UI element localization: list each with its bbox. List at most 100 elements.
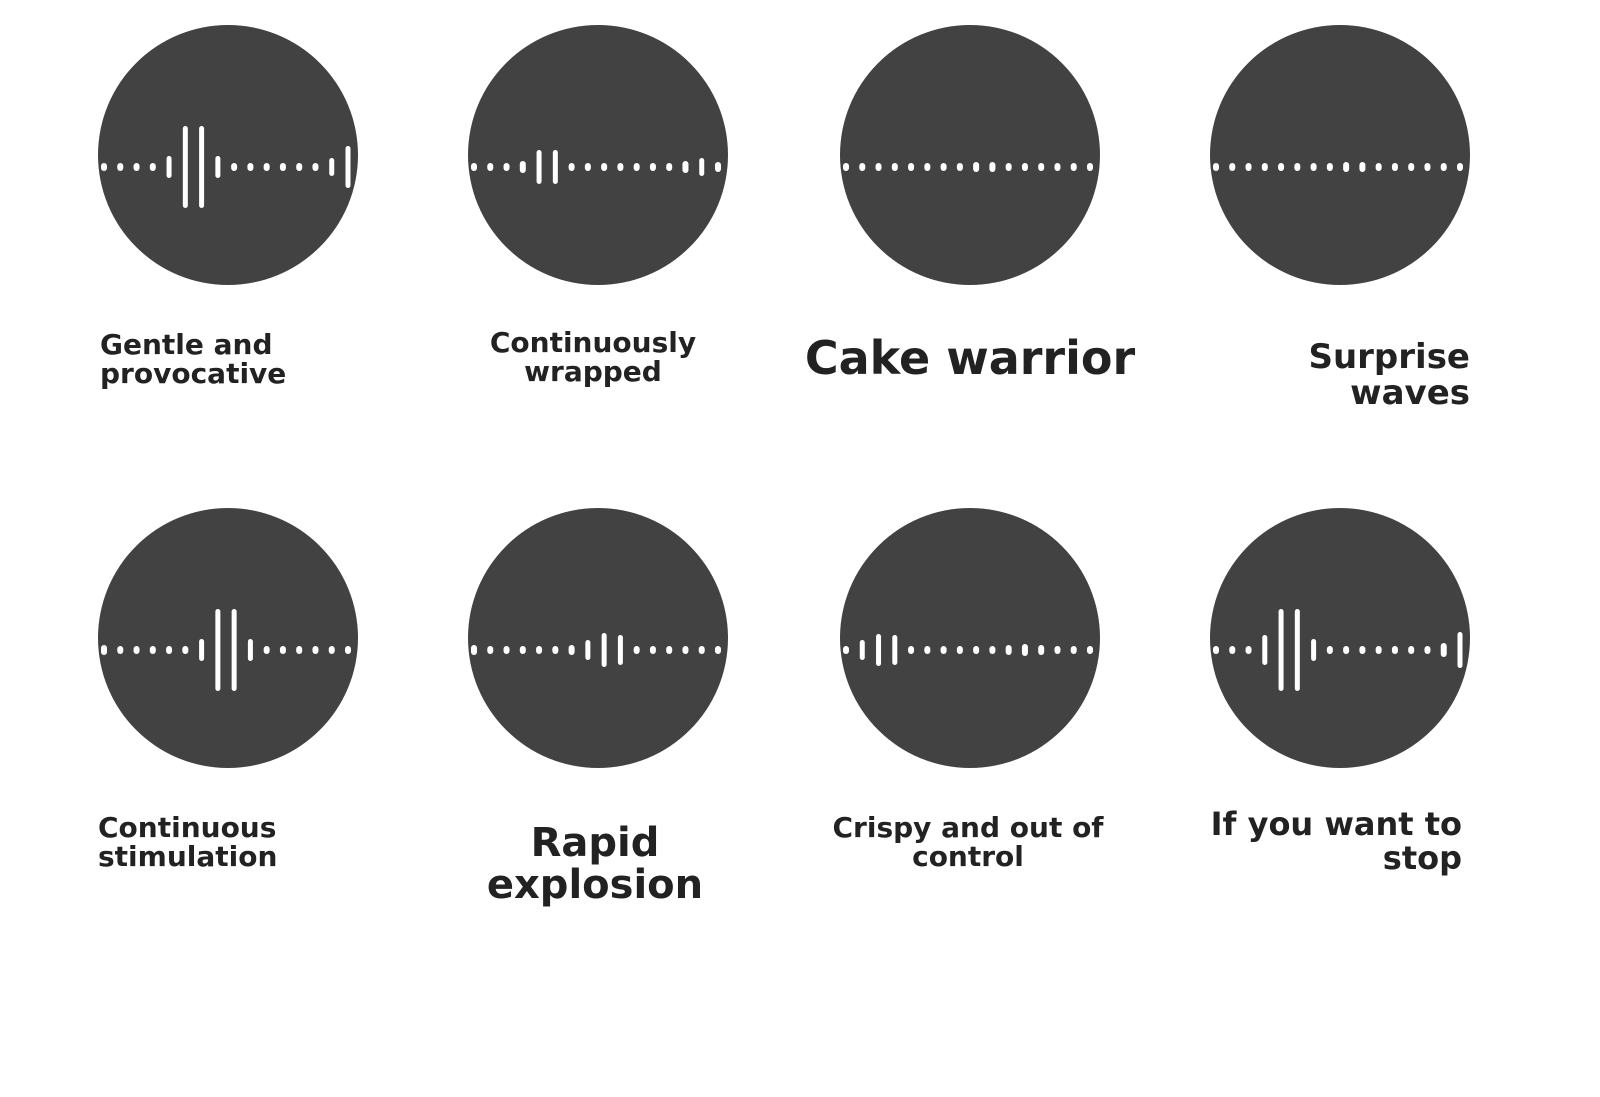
waveform-bar bbox=[328, 646, 335, 654]
waveform-bar bbox=[666, 646, 673, 654]
mode-circle-rapid-explosion[interactable] bbox=[468, 508, 728, 768]
waveform-bar bbox=[519, 161, 526, 173]
mode-circle-surprise-waves[interactable] bbox=[1210, 25, 1470, 285]
waveform-bar bbox=[312, 163, 319, 171]
waveform-bar bbox=[149, 646, 156, 654]
waveform-bar bbox=[859, 640, 865, 660]
waveform-bar bbox=[1375, 646, 1382, 654]
waveform-bar bbox=[924, 163, 931, 171]
waveform-bar bbox=[247, 639, 253, 661]
waveform-bar bbox=[601, 163, 608, 171]
waveform-bar bbox=[263, 646, 270, 654]
waveform-bar bbox=[536, 646, 543, 654]
waveform-bar bbox=[182, 126, 188, 208]
mode-label: Rapid explosion bbox=[420, 822, 770, 906]
waveform-bar bbox=[940, 646, 947, 654]
mode-circle-cake-warrior[interactable] bbox=[840, 25, 1100, 285]
waveform-bar bbox=[1294, 163, 1301, 171]
mode-label-line: Crispy and out of bbox=[832, 811, 1104, 844]
waveform-bar bbox=[1457, 632, 1463, 668]
waveform-bar bbox=[1424, 646, 1431, 654]
waveform-bar bbox=[1070, 163, 1077, 171]
waveform-bar bbox=[1440, 643, 1447, 657]
waveform-icon bbox=[101, 609, 351, 691]
waveform-bar bbox=[1038, 163, 1045, 171]
waveform-bar bbox=[101, 163, 107, 171]
waveform-bar bbox=[329, 158, 335, 176]
waveform-bar bbox=[296, 646, 303, 654]
waveform-bar bbox=[891, 163, 898, 171]
waveform-bar bbox=[215, 609, 221, 691]
waveform-bar bbox=[536, 150, 542, 184]
waveform-icon bbox=[1213, 162, 1463, 172]
waveform-bar bbox=[649, 163, 656, 171]
waveform-bar bbox=[908, 646, 915, 654]
waveform-bar bbox=[1326, 646, 1333, 654]
mode-circle-gentle-and-provocative[interactable] bbox=[98, 25, 358, 285]
waveform-bar bbox=[1343, 646, 1350, 654]
waveform-bar bbox=[1440, 163, 1447, 171]
waveform-bar bbox=[973, 646, 980, 654]
mode-circle-continuously-wrapped[interactable] bbox=[468, 25, 728, 285]
waveform-bar bbox=[519, 646, 526, 654]
waveform-bar bbox=[149, 163, 156, 171]
waveform-bar bbox=[1213, 163, 1219, 171]
waveform-bar bbox=[584, 163, 591, 171]
waveform-bar bbox=[633, 163, 640, 171]
waveform-bar bbox=[843, 646, 849, 654]
waveform-bar bbox=[1359, 162, 1366, 172]
waveform-bar bbox=[552, 646, 559, 654]
waveform-bar bbox=[908, 163, 915, 171]
waveform-bar bbox=[487, 163, 494, 171]
mode-label: Continuous stimulation bbox=[98, 813, 277, 872]
mode-label: Crispy and out of control bbox=[820, 813, 1116, 872]
waveform-bar bbox=[1408, 646, 1415, 654]
waveform-bar bbox=[682, 646, 689, 654]
waveform-bar bbox=[503, 646, 510, 654]
waveform-bar bbox=[1005, 645, 1012, 655]
mode-label-line: Continuously bbox=[489, 326, 697, 359]
waveform-bar bbox=[1391, 163, 1398, 171]
mode-label-line: provocative bbox=[100, 357, 287, 391]
waveform-bar bbox=[1326, 163, 1333, 171]
waveform-bar bbox=[552, 150, 558, 184]
mode-label-line: Rapid explosion bbox=[486, 820, 704, 908]
waveform-bar bbox=[166, 646, 173, 654]
waveform-bar bbox=[471, 163, 477, 171]
waveform-bar bbox=[973, 162, 980, 172]
waveform-bar bbox=[117, 646, 124, 654]
waveform-bar bbox=[296, 163, 303, 171]
mode-circle-crispy-and-out-of-control[interactable] bbox=[840, 508, 1100, 768]
waveform-bar bbox=[101, 645, 107, 655]
waveform-bar bbox=[843, 163, 849, 171]
mode-circle-if-you-want-to-stop[interactable] bbox=[1210, 508, 1470, 768]
waveform-bar bbox=[924, 646, 931, 654]
waveform-bar bbox=[1310, 163, 1317, 171]
waveform-bar bbox=[1375, 163, 1382, 171]
waveform-bar bbox=[133, 646, 140, 654]
waveform-bar bbox=[345, 646, 351, 654]
waveform-bar bbox=[585, 640, 591, 660]
waveform-bar bbox=[1343, 162, 1350, 172]
mode-label: If you want to stop bbox=[1180, 805, 1462, 877]
mode-label-line: stop bbox=[1382, 838, 1462, 877]
mode-label-line: If you want to bbox=[1210, 805, 1462, 843]
waveform-bar bbox=[471, 645, 477, 655]
waveform-bar bbox=[1229, 646, 1236, 654]
mode-label-line: Surprise waves bbox=[1308, 337, 1470, 413]
waveform-bar bbox=[247, 163, 254, 171]
waveform-bar bbox=[1424, 163, 1431, 171]
waveform-bar bbox=[633, 646, 640, 654]
waveform-bar bbox=[892, 635, 898, 665]
mode-label-line: Continuous bbox=[98, 811, 277, 844]
mode-label: Continuously wrapped bbox=[468, 328, 718, 387]
mode-circle-continuous-stimulation[interactable] bbox=[98, 508, 358, 768]
waveform-icon bbox=[471, 633, 721, 667]
waveform-bar bbox=[1245, 163, 1252, 171]
waveform-bar bbox=[875, 163, 882, 171]
waveform-bar bbox=[1278, 163, 1285, 171]
waveform-bar bbox=[601, 633, 607, 667]
waveform-bar bbox=[487, 646, 494, 654]
waveform-bar bbox=[279, 646, 286, 654]
waveform-bar bbox=[263, 163, 270, 171]
